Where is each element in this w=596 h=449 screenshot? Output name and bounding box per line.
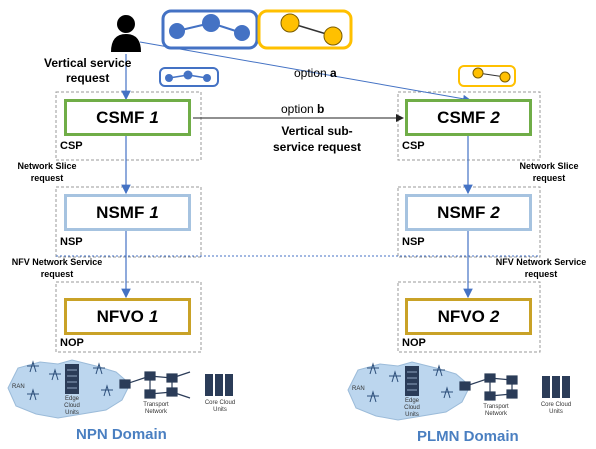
- left-core-line2: Units: [213, 407, 227, 413]
- left-ran-label: RAN: [12, 384, 25, 390]
- left-nsp-label: NSP: [60, 236, 83, 248]
- right-edge-label: Edge Cloud Units: [398, 398, 426, 419]
- server-rack-icon: [65, 364, 79, 394]
- csmf-1-index: 1: [149, 107, 159, 127]
- nfvo-1-name: NFVO: [96, 306, 144, 326]
- option-b-letter: b: [317, 102, 325, 116]
- right-edge-line3: Units: [405, 412, 419, 418]
- option-b-label: option b: [281, 102, 324, 116]
- right-core-line2: Units: [549, 409, 563, 415]
- right-ns-request-line2: request: [532, 173, 566, 183]
- left-network-slice-request-label: Network Slice request: [6, 160, 88, 184]
- left-ns-request-line1: Network Slice: [17, 161, 77, 171]
- left-transport-label: Transport Network: [136, 402, 176, 416]
- right-ns-request-line1: Network Slice: [519, 161, 579, 171]
- right-nfv-request-line2: request: [524, 269, 558, 279]
- right-csp-label: CSP: [402, 140, 425, 152]
- right-nfv-request-line1: NFV Network Service: [495, 257, 587, 267]
- right-edge-line2: Cloud: [404, 405, 420, 411]
- right-dashed-boxes: [397, 91, 541, 353]
- left-nfv-request-line1: NFV Network Service: [11, 257, 103, 267]
- antenna-icon: [27, 360, 113, 401]
- right-transport-line2: Network: [484, 411, 507, 417]
- csmf-2-name: CSMF: [437, 107, 486, 127]
- right-nop-label: NOP: [402, 337, 426, 349]
- csmf-1-name: CSMF: [96, 107, 145, 127]
- vertical-subservice-request-label: Vertical sub- service request: [262, 123, 372, 155]
- vertical-service-request-label: Vertical service request: [44, 56, 131, 86]
- npn-domain-title: NPN Domain: [76, 426, 167, 443]
- right-ran-label: RAN: [352, 386, 365, 392]
- nsmf-1-index: 1: [149, 202, 159, 222]
- nfvo-2-index: 2: [489, 306, 500, 326]
- right-network-slice-request-label: Network Slice request: [508, 160, 590, 184]
- option-a-arrow: [139, 41, 471, 103]
- vertical-service-line2: request: [66, 71, 110, 85]
- left-core-label: Core Cloud Units: [200, 400, 240, 414]
- right-nfv-request-label: NFV Network Service request: [488, 256, 594, 280]
- nsmf-1-name: NSMF: [96, 202, 145, 222]
- left-transport-line2: Network: [144, 409, 167, 415]
- left-csp-label: CSP: [60, 140, 83, 152]
- option-a-label: option a: [294, 66, 337, 80]
- right-transport-line1: Transport: [483, 404, 509, 410]
- core-cloud-rack-icon: [205, 374, 233, 396]
- left-nfv-request-label: NFV Network Service request: [4, 256, 110, 280]
- nsmf-2-index: 2: [490, 202, 500, 222]
- nsmf-2-name: NSMF: [437, 202, 486, 222]
- option-a-prefix: option: [294, 66, 331, 80]
- left-edge-line1: Edge: [64, 396, 79, 402]
- npn-infrastructure: [7, 359, 233, 419]
- option-b-prefix: option: [281, 102, 318, 116]
- left-core-line1: Core Cloud: [204, 400, 236, 406]
- right-core-label: Core Cloud Units: [536, 402, 576, 416]
- user-icon: [111, 15, 141, 52]
- left-nfv-request-line2: request: [40, 269, 74, 279]
- blue-slice-icon: [161, 9, 259, 50]
- yellow-slice-icon: [257, 9, 353, 50]
- vertical-service-line1: Vertical service: [44, 56, 132, 70]
- left-ns-request-line2: request: [30, 173, 64, 183]
- right-nsp-label: NSP: [402, 236, 425, 248]
- left-edge-label: Edge Cloud Units: [58, 396, 86, 417]
- left-transport-line1: Transport: [143, 402, 169, 408]
- right-transport-label: Transport Network: [476, 404, 516, 418]
- nfvo-1-index: 1: [148, 306, 159, 326]
- small-blue-slice-icon: [159, 67, 219, 87]
- right-core-line1: Core Cloud: [540, 402, 572, 408]
- small-yellow-slice-icon: [458, 65, 516, 87]
- option-a-letter: a: [330, 66, 337, 80]
- plmn-domain-title: PLMN Domain: [417, 428, 519, 445]
- vertical-subservice-line2: service request: [272, 140, 362, 154]
- nfvo-2-name: NFVO: [437, 306, 485, 326]
- left-edge-line2: Cloud: [64, 403, 80, 409]
- switch-icon: [119, 371, 191, 399]
- right-edge-line1: Edge: [404, 398, 419, 404]
- vertical-subservice-line1: Vertical sub-: [281, 124, 353, 138]
- plmn-infrastructure: [347, 361, 570, 421]
- left-edge-line3: Units: [65, 410, 79, 416]
- csmf-2-index: 2: [490, 107, 500, 127]
- left-nop-label: NOP: [60, 337, 84, 349]
